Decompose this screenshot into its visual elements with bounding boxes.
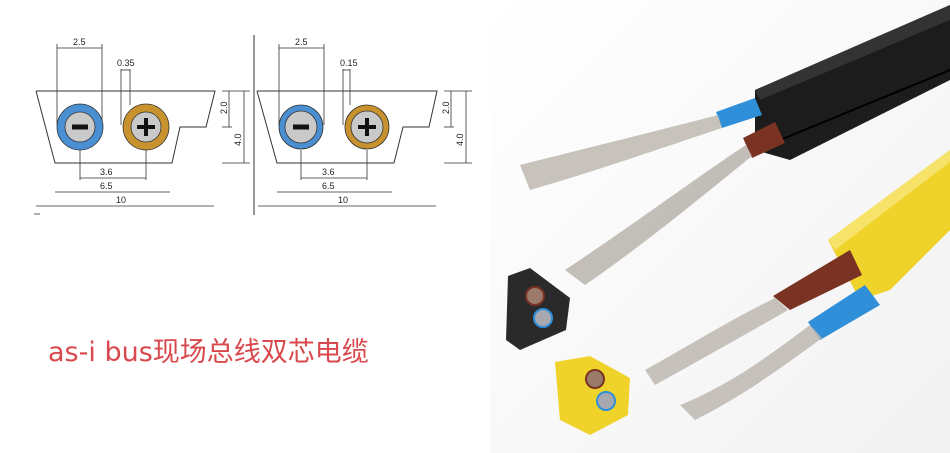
dim-height-full: 4.0 — [233, 133, 243, 146]
dim-height-half: 2.0 — [441, 101, 451, 114]
yellow-end-cap — [555, 356, 630, 435]
dim-center: 3.6 — [100, 167, 113, 177]
dim-center: 3.6 — [322, 167, 335, 177]
yellow-flat-cable — [645, 150, 950, 420]
minus-icon — [72, 124, 88, 130]
dim-bottom: 6.5 — [322, 181, 335, 191]
cable-product-photo — [490, 0, 950, 453]
dim-gap: 0.35 — [117, 58, 135, 68]
dim-gap: 0.15 — [340, 58, 358, 68]
black-flat-cable — [520, 5, 950, 285]
diagram-left: 2.5 0.35 3.6 6.5 10 2.0 4.0 — [34, 37, 250, 215]
dim-top-width: 2.5 — [295, 37, 308, 47]
diagram-right: 2.5 0.15 3.6 6.5 10 2.0 4.0 — [256, 37, 472, 207]
dim-top-width: 2.5 — [73, 37, 86, 47]
dim-total: 10 — [338, 195, 348, 205]
dim-total: 10 — [116, 195, 126, 205]
dim-bottom: 6.5 — [100, 181, 113, 191]
black-end-cap — [506, 268, 570, 350]
cable-cross-section-diagrams: 2.5 0.35 3.6 6.5 10 2.0 4.0 — [34, 35, 472, 215]
product-title: as-i bus现场总线双芯电缆 — [48, 337, 369, 368]
dim-height-half: 2.0 — [219, 101, 229, 114]
dim-height-full: 4.0 — [455, 133, 465, 146]
minus-icon — [293, 124, 309, 130]
